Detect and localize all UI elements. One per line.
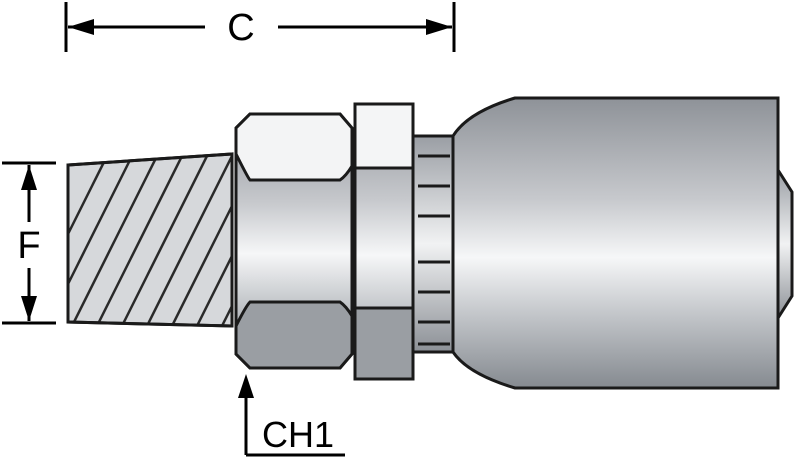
thread-line <box>113 154 217 326</box>
ferrule-sleeve <box>451 96 794 390</box>
ferrule-body <box>451 96 780 390</box>
hex-facet-bottom <box>234 300 354 370</box>
threaded-pipe-end <box>66 152 234 328</box>
f-arrowhead-top <box>21 165 37 190</box>
thread-line <box>68 154 142 326</box>
collar-bottom-face <box>353 306 415 381</box>
thread-line <box>68 154 117 326</box>
f-label: F <box>17 225 40 267</box>
hex-facet-top <box>234 112 354 182</box>
c-arrowhead-left <box>68 19 94 35</box>
thread-line <box>88 154 192 326</box>
hex-nut-ch1 <box>234 112 354 370</box>
c-label: C <box>227 7 254 49</box>
neck-body <box>411 134 455 354</box>
dimension-c: C <box>64 2 456 52</box>
thread-line <box>68 154 167 326</box>
thread-line <box>188 154 232 326</box>
thread-outline <box>66 152 234 328</box>
ch1-label: CH1 <box>262 414 334 455</box>
ch1-callout: CH1 <box>238 374 345 457</box>
neck-grooves <box>411 134 455 354</box>
ch1-arrowhead <box>238 374 254 398</box>
c-arrowhead-right <box>426 19 452 35</box>
ferrule-end-cap <box>776 164 794 324</box>
thread-line <box>138 154 232 326</box>
collar-ring <box>353 102 415 381</box>
f-arrowhead-bottom <box>21 296 37 321</box>
thread-body <box>66 152 234 328</box>
dimension-f: F <box>2 161 56 325</box>
collar-top-face <box>353 102 415 170</box>
thread-line <box>163 154 232 326</box>
